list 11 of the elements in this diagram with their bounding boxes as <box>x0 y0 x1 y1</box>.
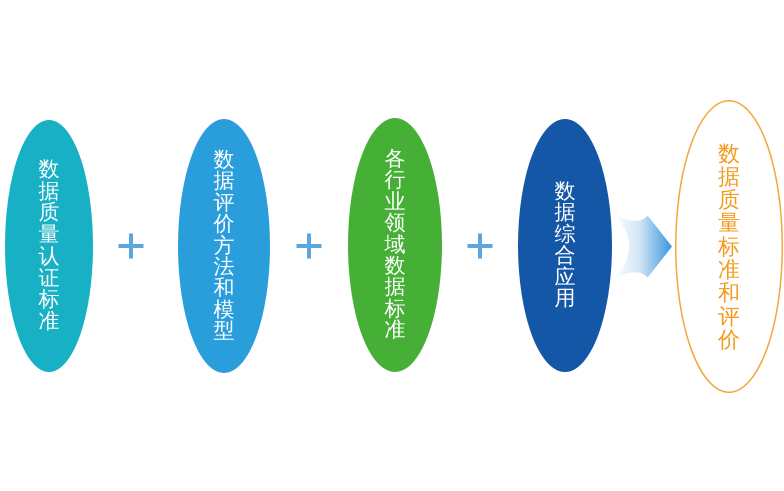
ellipse-node <box>348 118 442 372</box>
ellipse-node <box>518 119 612 372</box>
ellipse-label: 数据综合应用 <box>554 180 576 310</box>
ellipse-label: 数据评价方法和模型 <box>212 150 236 342</box>
ellipse-node <box>675 100 783 393</box>
ellipse-label: 数据质量认证标准 <box>38 159 60 333</box>
ellipse-node <box>5 120 93 372</box>
ellipse-label: 数据质量标准和评价 <box>717 142 741 352</box>
arrow <box>614 214 672 278</box>
ellipse-label: 各行业领域数据标准 <box>384 148 406 342</box>
ellipse-node <box>178 119 270 373</box>
